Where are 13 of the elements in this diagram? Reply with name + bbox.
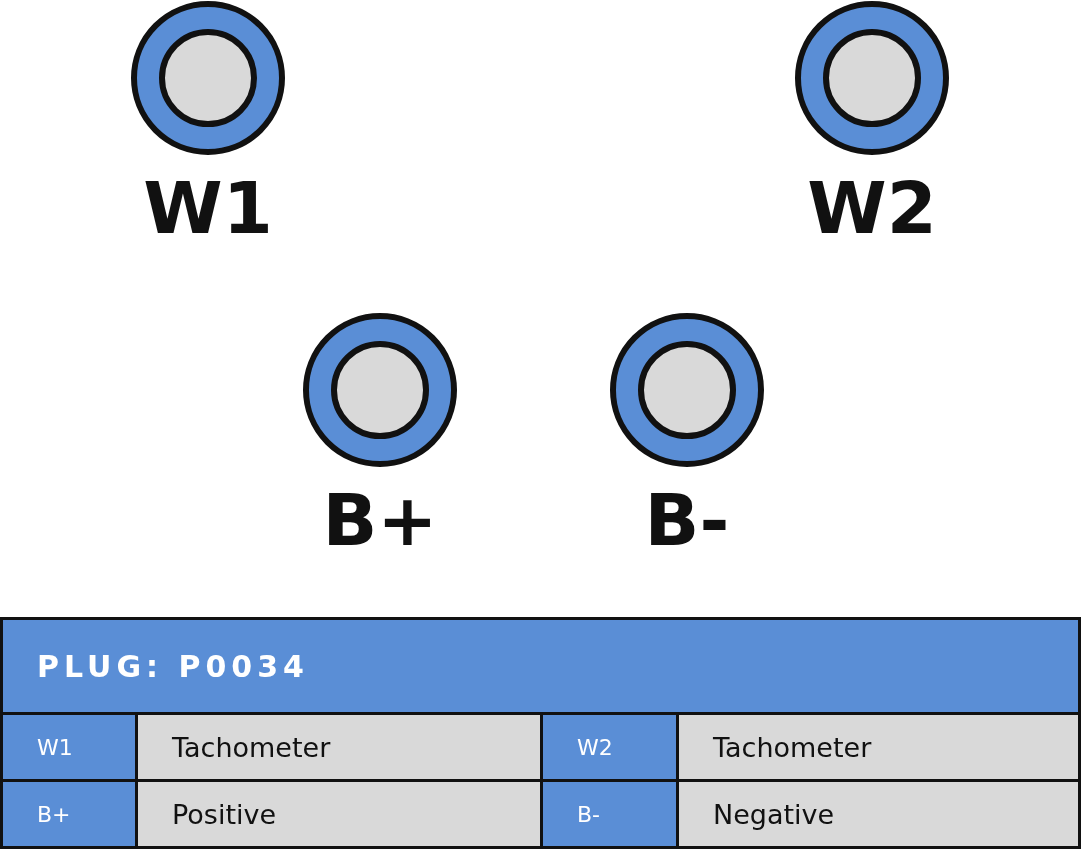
pin-name-cell: W2 bbox=[540, 712, 679, 782]
pin-name-cell: B+ bbox=[0, 779, 138, 849]
pin-function-cell: Tachometer bbox=[676, 712, 1081, 782]
pin-function-cell: Negative bbox=[676, 779, 1081, 849]
pin-function-cell: Positive bbox=[135, 779, 543, 849]
pin-function-cell: Tachometer bbox=[135, 712, 543, 782]
pin-label: W1 bbox=[143, 172, 273, 244]
pin-label: B- bbox=[644, 484, 730, 556]
pin-label: W2 bbox=[807, 172, 937, 244]
pin-label: B+ bbox=[322, 484, 438, 556]
table-header: PLUG: P0034 bbox=[0, 617, 1081, 715]
pin-name-cell: W1 bbox=[0, 712, 138, 782]
pin-name-cell: B- bbox=[540, 779, 679, 849]
